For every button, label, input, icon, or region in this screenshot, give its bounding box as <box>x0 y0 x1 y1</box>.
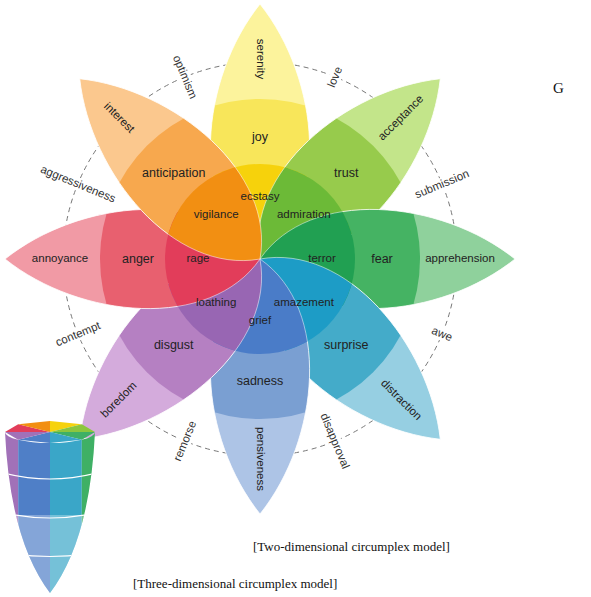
caption-text: [Three-dimensional circumplex model] <box>133 577 337 591</box>
emotion-name: grief <box>249 315 271 327</box>
dyad-label: disapproval <box>318 410 354 473</box>
emotion-section: disgust <box>154 339 194 352</box>
emotion-section: apprehension <box>425 253 495 265</box>
emotion-name: serenity <box>254 39 266 79</box>
emotion-section: surprise <box>324 339 368 352</box>
emotion-section: annoyance <box>32 253 88 265</box>
emotion-section: boredom <box>98 380 138 420</box>
emotion-name: anger <box>122 253 154 266</box>
emotion-section: serenity <box>254 39 266 79</box>
emotion-name: interest <box>101 100 136 135</box>
emotion-name: terror <box>308 253 335 265</box>
dyad-label: love <box>325 63 346 91</box>
emotion-section: admiration <box>277 209 331 221</box>
dyad-label: remorse <box>170 417 199 465</box>
petals-outer <box>5 4 515 514</box>
petals-middle <box>5 4 515 514</box>
figure-letter: G <box>553 80 564 97</box>
emotion-name: disgust <box>154 339 194 352</box>
emotion-section: acceptance <box>377 93 427 143</box>
emotion-name: joy <box>252 131 268 144</box>
emotion-section: anger <box>122 253 154 266</box>
emotion-name: apprehension <box>425 253 495 265</box>
petals-inner <box>5 4 515 514</box>
emotion-name: acceptance <box>377 93 427 143</box>
emotion-section: terror <box>308 253 335 265</box>
emotion-section: vigilance <box>194 209 239 221</box>
emotion-section: fear <box>371 253 393 266</box>
emotion-section: pensiveness <box>254 427 266 491</box>
dyad-label: submission <box>411 166 473 201</box>
emotion-name: sadness <box>237 375 284 388</box>
emotion-section: sadness <box>237 375 284 388</box>
emotion-section: interest <box>101 100 136 135</box>
emotion-name: distraction <box>379 378 424 423</box>
emotion-name: pensiveness <box>254 427 266 491</box>
emotion-section: rage <box>186 253 209 265</box>
emotion-section: grief <box>249 315 271 327</box>
emotion-name: amazement <box>274 297 334 309</box>
emotion-name: loathing <box>196 297 236 309</box>
emotion-section: amazement <box>274 297 334 309</box>
dyad-label: contempt <box>52 319 104 350</box>
emotion-name: surprise <box>324 339 368 352</box>
emotion-name: trust <box>334 166 358 179</box>
emotion-name: anticipation <box>142 166 205 179</box>
emotion-section: ecstasy <box>241 191 280 203</box>
emotion-section: trust <box>334 166 358 179</box>
emotion-name: fear <box>371 253 393 266</box>
caption-text: [Two-dimensional circumplex model] <box>253 540 450 554</box>
dyad-label: aggressiveness <box>37 162 119 206</box>
emotion-name: vigilance <box>194 209 239 221</box>
emotion-section: distraction <box>379 378 424 423</box>
dyad-label: awe <box>428 324 456 345</box>
emotion-name: boredom <box>98 380 138 420</box>
dyad-label: optimism <box>169 51 200 102</box>
emotion-name: rage <box>186 253 209 265</box>
cone-3d <box>0 421 102 597</box>
emotion-name: annoyance <box>32 253 88 265</box>
emotion-section: anticipation <box>142 166 205 179</box>
emotion-section: joy <box>252 131 268 144</box>
emotion-name: ecstasy <box>241 191 280 203</box>
emotion-name: admiration <box>277 209 331 221</box>
emotion-section: loathing <box>196 297 236 309</box>
